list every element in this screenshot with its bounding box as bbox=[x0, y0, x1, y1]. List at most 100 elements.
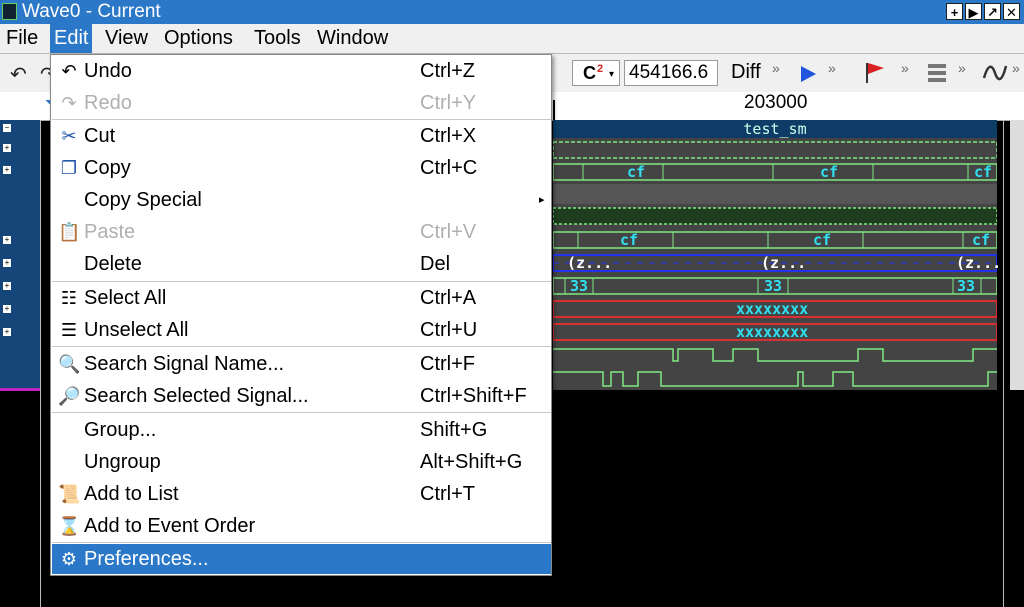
dock-icon[interactable]: ▶ bbox=[965, 3, 982, 20]
toolbar-overflow-icon[interactable]: » bbox=[901, 60, 909, 76]
undock-icon[interactable]: ↗ bbox=[984, 3, 1001, 20]
window-title: Wave0 - Current bbox=[22, 1, 161, 22]
bus-value-label: cf bbox=[820, 163, 839, 181]
wave-row-bit[interactable] bbox=[553, 345, 997, 365]
menu-item-label: Search Signal Name... bbox=[84, 353, 285, 375]
submenu-arrow-icon: ▸ bbox=[539, 194, 545, 206]
selection-marker bbox=[0, 388, 40, 391]
cursor-select[interactable]: C 2 ▾ bbox=[572, 60, 620, 86]
toolbar-overflow-icon[interactable]: » bbox=[1012, 60, 1020, 76]
menu-item-label: Redo bbox=[84, 92, 132, 114]
menu-file[interactable]: File bbox=[6, 27, 39, 49]
list-icon: 📜 bbox=[58, 484, 81, 504]
menu-edit[interactable]: Edit bbox=[50, 24, 93, 53]
menu-tools[interactable]: Tools bbox=[254, 27, 301, 49]
menu-item-label: Select All bbox=[84, 287, 167, 309]
collapse-icon[interactable]: − bbox=[3, 123, 11, 132]
pane-divider bbox=[1003, 120, 1004, 607]
undo-icon: ↶ bbox=[61, 61, 77, 81]
menu-separator bbox=[52, 281, 551, 282]
menu-item-undo[interactable]: ↶ Undo Ctrl+Z bbox=[52, 56, 551, 86]
wave-row-bus[interactable]: cf cf cf bbox=[553, 230, 997, 250]
play-icon[interactable] bbox=[798, 64, 818, 84]
menu-separator bbox=[52, 412, 551, 413]
toolbar-overflow-icon[interactable]: » bbox=[958, 60, 966, 76]
cursor-label: C bbox=[583, 63, 596, 83]
menu-item-label: Preferences... bbox=[84, 548, 209, 570]
wave-format-icon[interactable] bbox=[925, 62, 951, 84]
wave-row-bus[interactable]: cf cf cf bbox=[553, 162, 997, 182]
title-bar: Wave0 - Current + ▶ ↗ ✕ bbox=[0, 0, 1024, 24]
menu-options[interactable]: Options bbox=[164, 27, 233, 49]
signal-tree-pane[interactable]: − + + + + + + + bbox=[0, 120, 40, 390]
wave-row-bit[interactable] bbox=[553, 368, 997, 388]
menu-item-ungroup[interactable]: Ungroup Alt+Shift+G bbox=[52, 447, 551, 477]
bus-value-label: (z... bbox=[761, 254, 807, 272]
expand-icon[interactable]: + bbox=[3, 235, 11, 244]
ruler-time-label: 203000 bbox=[744, 92, 808, 113]
expand-icon[interactable]: + bbox=[3, 281, 11, 290]
wave-row-unknown[interactable]: xxxxxxxx bbox=[553, 322, 997, 342]
undo-icon[interactable]: ↶ bbox=[10, 64, 27, 86]
expand-icon[interactable]: + bbox=[3, 143, 11, 152]
expand-icon[interactable]: + bbox=[3, 327, 11, 336]
bus-value-label: 33 bbox=[764, 277, 783, 295]
menu-item-add-to-event-order[interactable]: ⌛ Add to Event Order bbox=[52, 511, 551, 541]
toolbar-overflow-icon[interactable]: » bbox=[828, 60, 836, 76]
menu-item-label: Copy bbox=[84, 157, 131, 179]
chevron-down-icon: ▾ bbox=[609, 69, 615, 80]
bus-value-label: cf bbox=[813, 231, 832, 249]
menu-view[interactable]: View bbox=[105, 27, 148, 49]
menu-item-select-all[interactable]: ☷ Select All Ctrl+A bbox=[52, 283, 551, 313]
scissors-icon: ✂ bbox=[61, 126, 77, 146]
menu-item-label: Cut bbox=[84, 125, 116, 147]
vertical-scrollbar[interactable] bbox=[1010, 120, 1024, 390]
copy-icon: ❐ bbox=[60, 158, 78, 178]
wave-row-unknown[interactable]: xxxxxxxx bbox=[553, 299, 997, 319]
close-icon[interactable]: ✕ bbox=[1003, 3, 1020, 20]
menu-item-unselect-all[interactable]: ☰ Unselect All Ctrl+U bbox=[52, 315, 551, 345]
wave-row-clock[interactable] bbox=[553, 206, 997, 226]
gear-icon: ⚙ bbox=[60, 549, 78, 569]
app-icon bbox=[2, 3, 17, 20]
menu-item-shortcut: Alt+Shift+G bbox=[420, 451, 523, 473]
maximize-icon[interactable]: + bbox=[946, 3, 963, 20]
time-input[interactable]: 454166.6 bbox=[624, 60, 718, 86]
search-icon: 🔍 bbox=[58, 354, 81, 374]
menu-item-add-to-list[interactable]: 📜 Add to List Ctrl+T bbox=[52, 479, 551, 509]
expand-icon[interactable]: + bbox=[3, 165, 11, 174]
expand-icon[interactable]: + bbox=[3, 258, 11, 267]
menu-item-redo[interactable]: ↷ Redo Ctrl+Y bbox=[52, 88, 551, 118]
edit-menu-dropdown: ↶ Undo Ctrl+Z ↷ Redo Ctrl+Y ✂ Cut Ctrl+X… bbox=[50, 54, 552, 576]
menu-item-copy[interactable]: ❐ Copy Ctrl+C bbox=[52, 153, 551, 183]
wave-row-clock[interactable] bbox=[553, 140, 997, 160]
menu-item-cut[interactable]: ✂ Cut Ctrl+X bbox=[52, 121, 551, 151]
menu-item-group[interactable]: Group... Shift+G bbox=[52, 415, 551, 445]
wave-row-bus[interactable]: (z... (z... (z... bbox=[553, 253, 1001, 273]
menu-item-label: Add to Event Order bbox=[84, 515, 256, 537]
menu-item-label: Search Selected Signal... bbox=[84, 385, 309, 407]
wave-row-bus[interactable]: 33 33 33 bbox=[553, 276, 997, 296]
menu-item-copy-special[interactable]: Copy Special ▸ bbox=[52, 185, 551, 215]
expand-icon[interactable]: + bbox=[3, 304, 11, 313]
pane-divider[interactable] bbox=[40, 120, 41, 607]
analog-wave-icon[interactable] bbox=[982, 62, 1008, 84]
search-selected-icon: 🔎 bbox=[58, 386, 81, 406]
cursor-superscript: 2 bbox=[597, 63, 604, 75]
menu-item-shortcut: Ctrl+Shift+F bbox=[420, 385, 527, 407]
menu-item-delete[interactable]: Delete Del bbox=[52, 249, 551, 279]
waveform-pane[interactable]: test_sm cf cf cf cf cf cf bbox=[553, 120, 1001, 390]
wave-row-flat[interactable] bbox=[553, 184, 997, 204]
menu-item-paste[interactable]: 📋 Paste Ctrl+V bbox=[52, 217, 551, 247]
menu-item-preferences[interactable]: ⚙ Preferences... bbox=[52, 544, 551, 574]
menu-item-label: Delete bbox=[84, 253, 142, 275]
bus-value-label: cf bbox=[627, 163, 646, 181]
toolbar-overflow-icon[interactable]: » bbox=[772, 60, 780, 76]
unselect-all-icon: ☰ bbox=[60, 320, 78, 340]
select-all-icon: ☷ bbox=[60, 288, 78, 308]
menu-item-search-signal-name[interactable]: 🔍 Search Signal Name... Ctrl+F bbox=[52, 349, 551, 379]
menu-window[interactable]: Window bbox=[317, 27, 389, 49]
menu-item-shortcut: Ctrl+A bbox=[420, 287, 477, 309]
flag-icon[interactable] bbox=[862, 61, 888, 85]
menu-item-search-selected-signal[interactable]: 🔎 Search Selected Signal... Ctrl+Shift+F bbox=[52, 381, 551, 411]
